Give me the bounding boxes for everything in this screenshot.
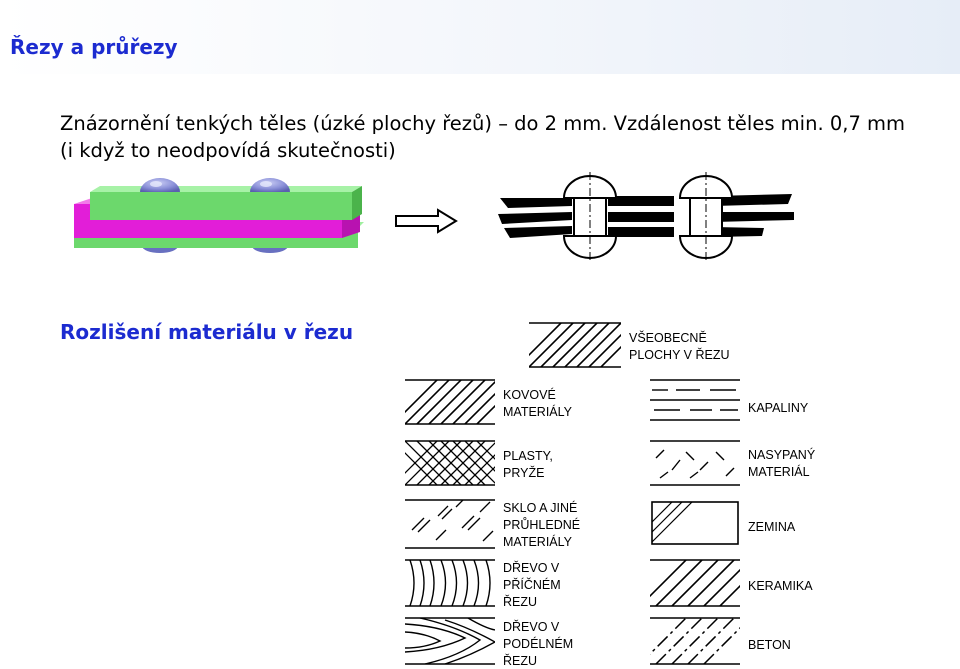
- label-glass-1: SKLO A JINÉ: [503, 500, 577, 515]
- hatch-wood-long-swatch: [405, 618, 495, 664]
- label-glass-3: MATERIÁLY: [503, 534, 573, 549]
- hatch-ceramic-swatch: [650, 560, 740, 606]
- label-plastic-2: PRYŽE: [503, 465, 544, 480]
- label-general-2: PLOCHY V ŘEZU: [629, 347, 730, 362]
- label-plastic-1: PLASTY,: [503, 449, 553, 463]
- label-soil: ZEMINA: [748, 520, 796, 534]
- label-glass-2: PRŮHLEDNÉ: [503, 517, 580, 532]
- paragraph-line-2: (i když to neodpovídá skutečnosti): [60, 139, 396, 162]
- hatch-concrete-swatch: [650, 618, 740, 664]
- label-wood-long-3: ŘEZU: [503, 653, 537, 668]
- hatch-soil-swatch: [651, 501, 739, 545]
- hatch-glass-swatch: [411, 500, 494, 542]
- hatch-plastic-swatch: [405, 441, 495, 485]
- paragraph-line-1: Znázornění tenkých těles (úzké plochy ře…: [60, 112, 906, 135]
- hatch-liquid-swatch: [650, 379, 740, 421]
- label-wood-cross-2: PŘÍČNÉM: [503, 577, 561, 592]
- label-metal-1: KOVOVÉ: [503, 387, 556, 402]
- label-loose-1: NASYPANÝ: [748, 447, 816, 462]
- label-general-1: VŠEOBECNĚ: [629, 330, 707, 345]
- label-concrete: BETON: [748, 638, 791, 652]
- title-bar: [0, 0, 960, 74]
- label-liquid: KAPALINY: [748, 401, 809, 415]
- intro-paragraph: Znázornění tenkých těles (úzké plochy ře…: [60, 110, 940, 164]
- riveted-plates-3d-illustration: [74, 178, 364, 253]
- label-metal-2: MATERIÁLY: [503, 404, 573, 419]
- label-wood-long-2: PODÉLNÉM: [503, 636, 573, 651]
- hatch-legend: VŠEOBECNĚ PLOCHY V ŘEZU KOVOVÉ MATERIÁLY…: [405, 322, 816, 668]
- label-wood-cross-1: DŘEVO V: [503, 560, 560, 575]
- hatch-wood-cross-swatch: [409, 560, 491, 606]
- arrow-right-icon: [395, 208, 458, 234]
- label-loose-2: MATERIÁL: [748, 464, 810, 479]
- hatch-loose-material-swatch: [650, 440, 740, 486]
- rivet-section-drawing: [498, 172, 794, 262]
- hatch-metal-swatch: [405, 380, 495, 424]
- materials-heading: Rozlišení materiálu v řezu: [60, 320, 354, 344]
- slide-title: Řezy a průřezy: [10, 35, 178, 59]
- label-wood-long-1: DŘEVO V: [503, 619, 560, 634]
- label-wood-cross-3: ŘEZU: [503, 594, 537, 609]
- hatch-general-swatch: [529, 323, 621, 367]
- label-ceramic: KERAMIKA: [748, 579, 813, 593]
